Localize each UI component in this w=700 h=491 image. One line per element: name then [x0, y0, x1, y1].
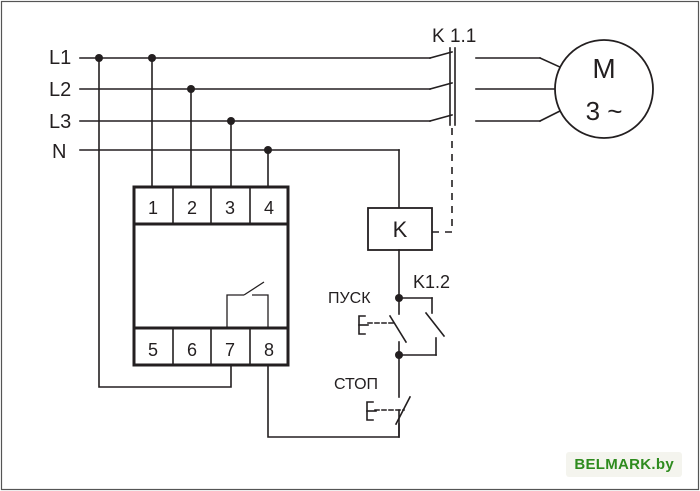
- terminal-8: 8: [264, 340, 274, 360]
- label-aux-contact: K1.2: [413, 272, 450, 292]
- watermark-logo: BELMARK.by: [566, 452, 682, 477]
- label-stop: СТОП: [334, 376, 378, 393]
- motor-circle: [554, 39, 654, 139]
- wire-l1-to-t7: [98, 57, 232, 388]
- terminal-7: 7: [225, 340, 235, 360]
- start-button: [358, 297, 408, 356]
- motor-symbol: M: [592, 53, 615, 84]
- stop-button: [366, 354, 412, 438]
- terminal-2: 2: [187, 198, 197, 218]
- label-l2: L2: [49, 79, 71, 101]
- coil-box: [367, 207, 433, 251]
- terminal-6: 6: [187, 340, 197, 360]
- terminal-5: 5: [148, 340, 158, 360]
- motor-phase: 3 ~: [586, 96, 623, 126]
- label-start: ПУСК: [328, 290, 371, 307]
- label-l3: L3: [49, 111, 71, 133]
- terminal-4: 4: [264, 198, 274, 218]
- coil-label: K: [393, 217, 408, 242]
- contactor-main-contacts: [429, 47, 564, 126]
- label-n: N: [52, 141, 66, 163]
- relay-internal-contact: [226, 281, 269, 328]
- label-contactor-main: K 1.1: [432, 26, 476, 47]
- aux-contact-k12: [398, 297, 446, 356]
- label-l1: L1: [49, 47, 71, 69]
- terminal-1: 1: [148, 198, 158, 218]
- relay-module: [132, 185, 290, 367]
- terminal-3: 3: [225, 198, 235, 218]
